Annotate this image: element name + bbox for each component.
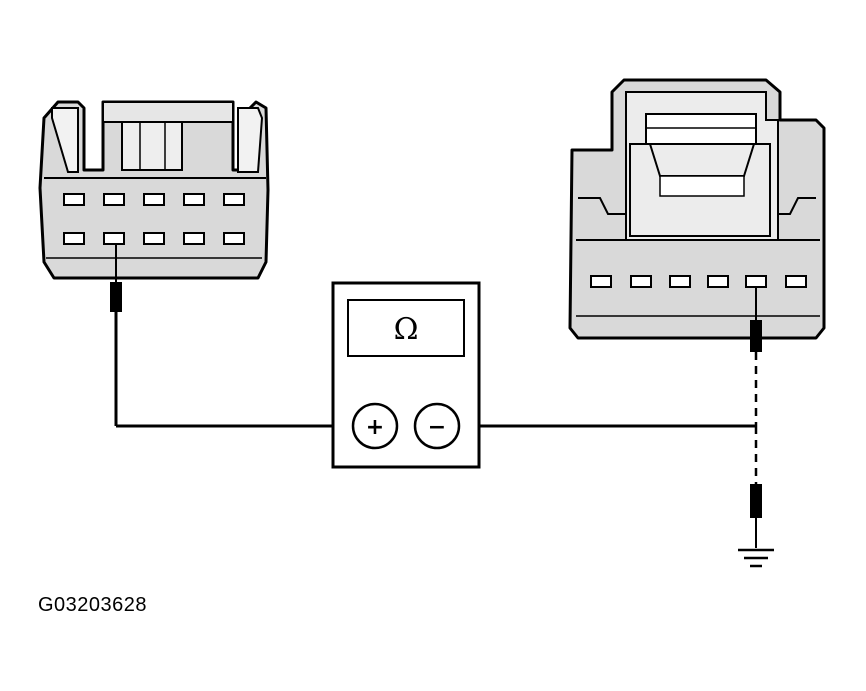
negative-terminal-label: − — [428, 415, 446, 440]
ohmmeter-icon: Ω + − — [331, 281, 481, 469]
positive-terminal — [351, 402, 399, 450]
test-probe-icon — [750, 287, 762, 548]
ground-icon — [738, 548, 774, 568]
connector-left-icon — [38, 100, 270, 280]
negative-terminal — [413, 402, 461, 450]
meter-display-symbol: Ω — [394, 312, 419, 347]
positive-terminal-label: + — [366, 415, 384, 440]
figure-id: G03203628 — [38, 594, 148, 616]
connector-right-icon — [568, 78, 826, 340]
test-probe-icon — [110, 244, 122, 426]
